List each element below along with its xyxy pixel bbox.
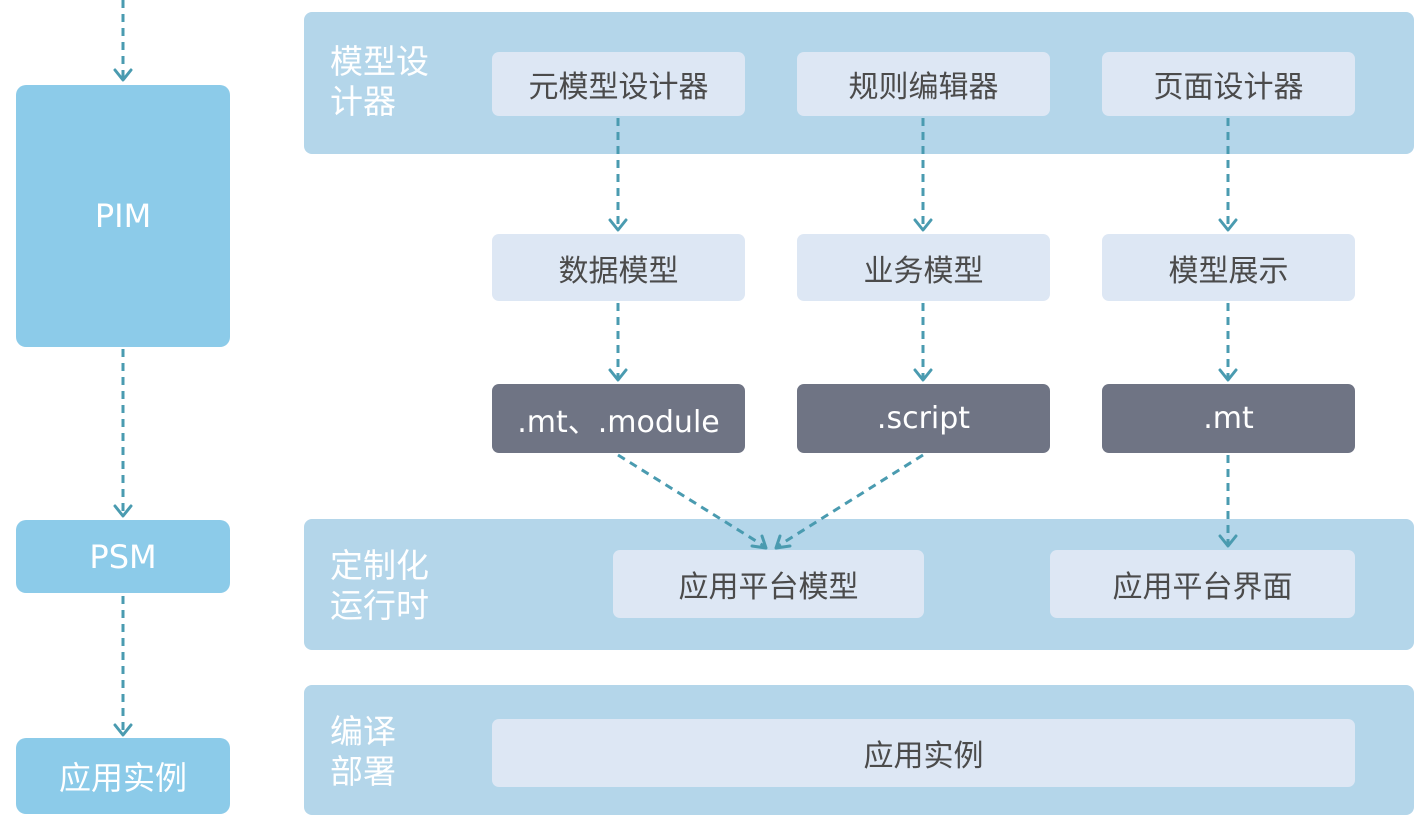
data-model-box: 数据模型 [492,234,745,301]
file-type-mt-module-box: .mt、.module [492,384,745,453]
deploy-panel-label: 编译 部署 [330,712,460,792]
deploy-label-line1: 编译 [330,712,396,751]
app-platform-ui-label: 应用平台界面 [1112,570,1293,605]
page-designer-box: 页面设计器 [1102,52,1355,116]
app-platform-model-label: 应用平台模型 [678,570,859,605]
meta-model-designer-box: 元模型设计器 [492,52,745,116]
business-model-label: 业务模型 [863,253,984,289]
design-panel-label: 模型设 计器 [330,42,460,122]
arrowhead-psm [113,504,133,518]
pim-label: PIM [94,197,152,235]
business-model-box: 业务模型 [797,234,1050,301]
psm-label: PSM [89,537,157,576]
arrowhead-data-model [608,218,628,232]
pim-box: PIM [16,85,230,347]
file-type-mt-label: .mt [1203,401,1254,436]
file-type-script-box: .script [797,384,1050,453]
deploy-app-instance-box: 应用实例 [492,719,1355,787]
runtime-panel-label: 定制化 运行时 [330,546,460,626]
runtime-label-line1: 定制化 [330,546,429,585]
runtime-label-line2: 运行时 [330,586,429,625]
arrowhead-instance [113,723,133,737]
model-display-box: 模型展示 [1102,234,1355,301]
arrowhead-script [913,368,933,382]
app-instance-label: 应用实例 [58,759,187,797]
data-model-label: 数据模型 [558,253,679,289]
model-display-label: 模型展示 [1168,253,1289,289]
meta-model-designer-label: 元模型设计器 [528,70,709,105]
design-label-line2: 计器 [330,82,396,121]
arrowhead-business-model [913,218,933,232]
arrowhead-mt-module [608,368,628,382]
app-platform-ui-box: 应用平台界面 [1050,550,1355,618]
app-instance-box: 应用实例 [16,738,230,814]
file-type-script-label: .script [876,401,971,436]
arrowhead-model-display [1218,218,1238,232]
design-label-line1: 模型设 [330,42,429,81]
file-type-mt-module-label: .mt、.module [517,404,720,440]
deploy-app-instance-label: 应用实例 [863,739,984,774]
rule-editor-label: 规则编辑器 [848,70,999,105]
psm-box: PSM [16,520,230,593]
arrowhead-pim [113,68,133,82]
file-type-mt-box: .mt [1102,384,1355,453]
deploy-label-line2: 部署 [330,752,396,791]
arrowhead-mt [1218,368,1238,382]
rule-editor-box: 规则编辑器 [797,52,1050,116]
app-platform-model-box: 应用平台模型 [613,550,924,618]
page-designer-label: 页面设计器 [1153,70,1304,105]
